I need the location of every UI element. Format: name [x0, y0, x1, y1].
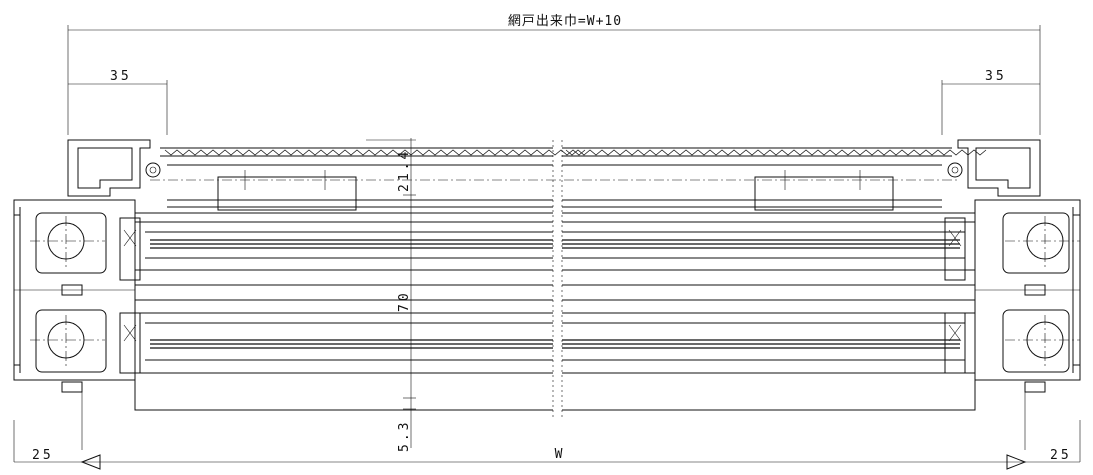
- right-offset-label: 35: [985, 69, 1007, 84]
- roller-housing-right-top: [1002, 212, 1070, 274]
- screen-pivot-right: [947, 162, 963, 178]
- roller-housing-left-top: [35, 212, 107, 274]
- screen-gap-label: 21.4: [397, 149, 412, 192]
- screen-handle-left: [217, 176, 357, 211]
- right-margin-label: 25: [1050, 448, 1072, 463]
- screen-pivot-left: [145, 162, 161, 178]
- right-offset-dimension: 35: [941, 69, 1040, 135]
- overall-width-label: 網戸出来巾=W+10: [508, 14, 622, 29]
- frame-depth-label: 70: [397, 290, 412, 312]
- screen-handle-right: [754, 176, 894, 211]
- width-label: W: [555, 447, 566, 462]
- left-offset-label: 35: [110, 69, 132, 84]
- left-margin-label: 25: [32, 448, 54, 463]
- left-offset-dimension: 35: [68, 69, 168, 135]
- roller-housing-right-bottom: [1002, 309, 1070, 373]
- right-frame-profile: [944, 139, 1081, 450]
- vertical-dimension-chain: 21.4 70 5.3: [366, 138, 416, 452]
- bottom-gap-label: 5.3: [397, 420, 412, 452]
- left-frame-profile: [13, 139, 161, 450]
- roller-housing-left-bottom: [35, 309, 107, 373]
- width-dimension: W 25 25: [13, 420, 1081, 470]
- insect-screen-mesh: [150, 147, 987, 211]
- overall-width-dimension: 網戸出来巾=W+10: [67, 14, 1041, 135]
- sash-rails: [134, 212, 976, 411]
- break-line: [552, 140, 563, 420]
